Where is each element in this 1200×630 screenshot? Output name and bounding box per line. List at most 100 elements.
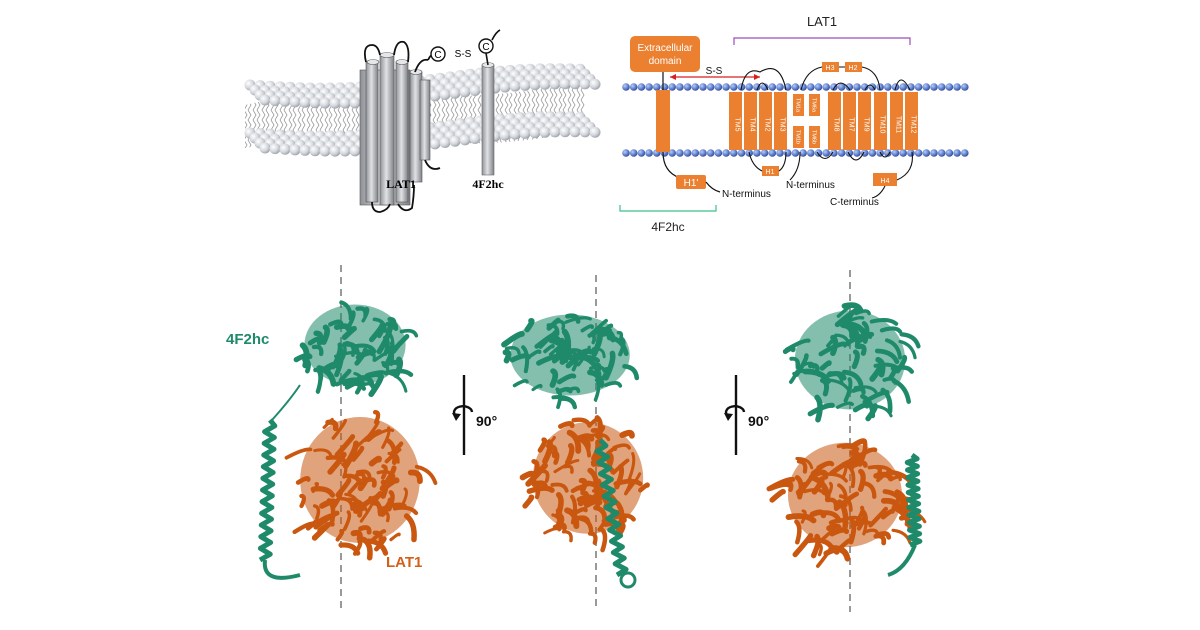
lipid-head: [259, 94, 271, 106]
ss-label: S-S: [706, 66, 723, 77]
lipid-head: [760, 149, 769, 157]
lipid-head: [589, 78, 601, 90]
lipid-head: [569, 126, 581, 138]
tm-label: TM11: [895, 116, 902, 133]
h1prime-box: [676, 175, 706, 189]
lipid-head: [439, 137, 451, 149]
lipid-head: [529, 79, 541, 91]
extracellular-domain-box: [630, 36, 700, 72]
lipid-head: [899, 83, 907, 91]
lipid-head: [753, 149, 761, 157]
lipid-head: [299, 96, 311, 108]
hc-tm-helix-left: [257, 418, 278, 563]
extracellular-domain-label-line1: Extracellular: [637, 43, 693, 54]
h4-box: [873, 173, 897, 186]
lipid-head: [653, 83, 661, 91]
lat1-topology-label: LAT1: [807, 14, 837, 29]
lipid-head: [549, 126, 561, 138]
topology-loops: [740, 66, 913, 199]
lipid-head: [914, 149, 923, 157]
lipid-head: [519, 79, 531, 91]
lipid-head: [884, 149, 892, 157]
tm-helix: [905, 92, 918, 150]
lipid-head: [549, 78, 561, 90]
lipid-head: [807, 83, 815, 91]
lat1-tmd-right: [766, 438, 927, 568]
lipid-head: [730, 149, 738, 157]
h1-box: [762, 166, 779, 176]
lipid-head: [922, 83, 931, 91]
tm-half-helix: [793, 126, 804, 148]
h2-box: [845, 62, 862, 72]
lipid-head: [768, 83, 777, 91]
lipid-head: [953, 83, 961, 91]
structure-views-panel: 4F2hc LAT1 90° 90°: [226, 265, 927, 612]
tm-helix: [828, 92, 841, 150]
lipid-head: [814, 83, 823, 91]
lipid-head: [868, 149, 877, 157]
h3-box: [822, 62, 839, 72]
lipid-head: [937, 83, 946, 91]
lat1-cterminus-label: C-terminus: [830, 197, 879, 208]
lipid-head: [339, 145, 351, 157]
lipid-head: [930, 83, 938, 91]
lipid-head: [691, 83, 700, 91]
topology-panel: LAT1 Extracellular domain S-S H1' N-term…: [619, 14, 969, 234]
lipid-head: [539, 78, 551, 90]
lipid-head: [837, 149, 846, 157]
lipid-head: [791, 149, 800, 157]
tm-half-helix: [809, 126, 820, 148]
lipid-head: [853, 149, 861, 157]
tm-label: TM12: [910, 116, 917, 134]
lipid-head: [529, 127, 541, 139]
lipid-head: [349, 145, 361, 157]
lipid-head: [269, 143, 281, 155]
h2-label: H2: [849, 65, 858, 72]
lipid-head: [645, 149, 653, 157]
hc-topology-label: 4F2hc: [651, 220, 684, 234]
lipid-head: [822, 83, 830, 91]
lipid-head: [622, 83, 630, 91]
cys-left-label: C: [434, 50, 441, 61]
lipid-head: [937, 149, 946, 157]
lat1-structure-label: LAT1: [386, 554, 422, 571]
hc-bracket: [619, 205, 717, 212]
lipid-head: [539, 126, 551, 138]
lipid-head: [730, 83, 738, 91]
lipid-head: [569, 78, 581, 90]
tm-label: TM6b: [811, 130, 817, 144]
lipid-head: [699, 83, 707, 91]
lipid-head: [259, 142, 271, 154]
lipid-head: [837, 83, 846, 91]
tm-label: TM3: [779, 118, 786, 132]
lipid-head: [760, 83, 769, 91]
hc-structure-label: 4F2hc: [226, 331, 269, 348]
lipid-head: [499, 129, 511, 141]
lipid-head: [269, 95, 281, 107]
lipid-head: [776, 149, 784, 157]
h3-label: H3: [826, 65, 835, 72]
tm-helix: [874, 92, 887, 150]
lipid-head: [459, 86, 471, 98]
lipid-head: [439, 89, 451, 101]
lipid-head: [706, 83, 715, 91]
lipid-head: [449, 87, 461, 99]
lipid-head: [737, 149, 746, 157]
lipid-head: [814, 149, 823, 157]
tm-half-helix: [809, 94, 820, 116]
disulfide-label: S-S: [455, 49, 472, 60]
lipid-head: [289, 144, 301, 156]
lipid-head: [783, 149, 792, 157]
lipid-head: [668, 149, 676, 157]
lipid-head: [945, 83, 954, 91]
hc-3d-label: 4F2hc: [472, 177, 504, 191]
lat1-tmd-middle: [519, 415, 650, 553]
lipid-head: [660, 83, 669, 91]
membrane-3d-panel: C S-S C LAT1 4F2hc: [244, 29, 601, 213]
lipid-head: [629, 149, 638, 157]
lipid-head: [329, 97, 341, 109]
tm-label: TM8: [833, 118, 840, 132]
lipid-head: [691, 149, 700, 157]
lipid-head: [768, 149, 777, 157]
